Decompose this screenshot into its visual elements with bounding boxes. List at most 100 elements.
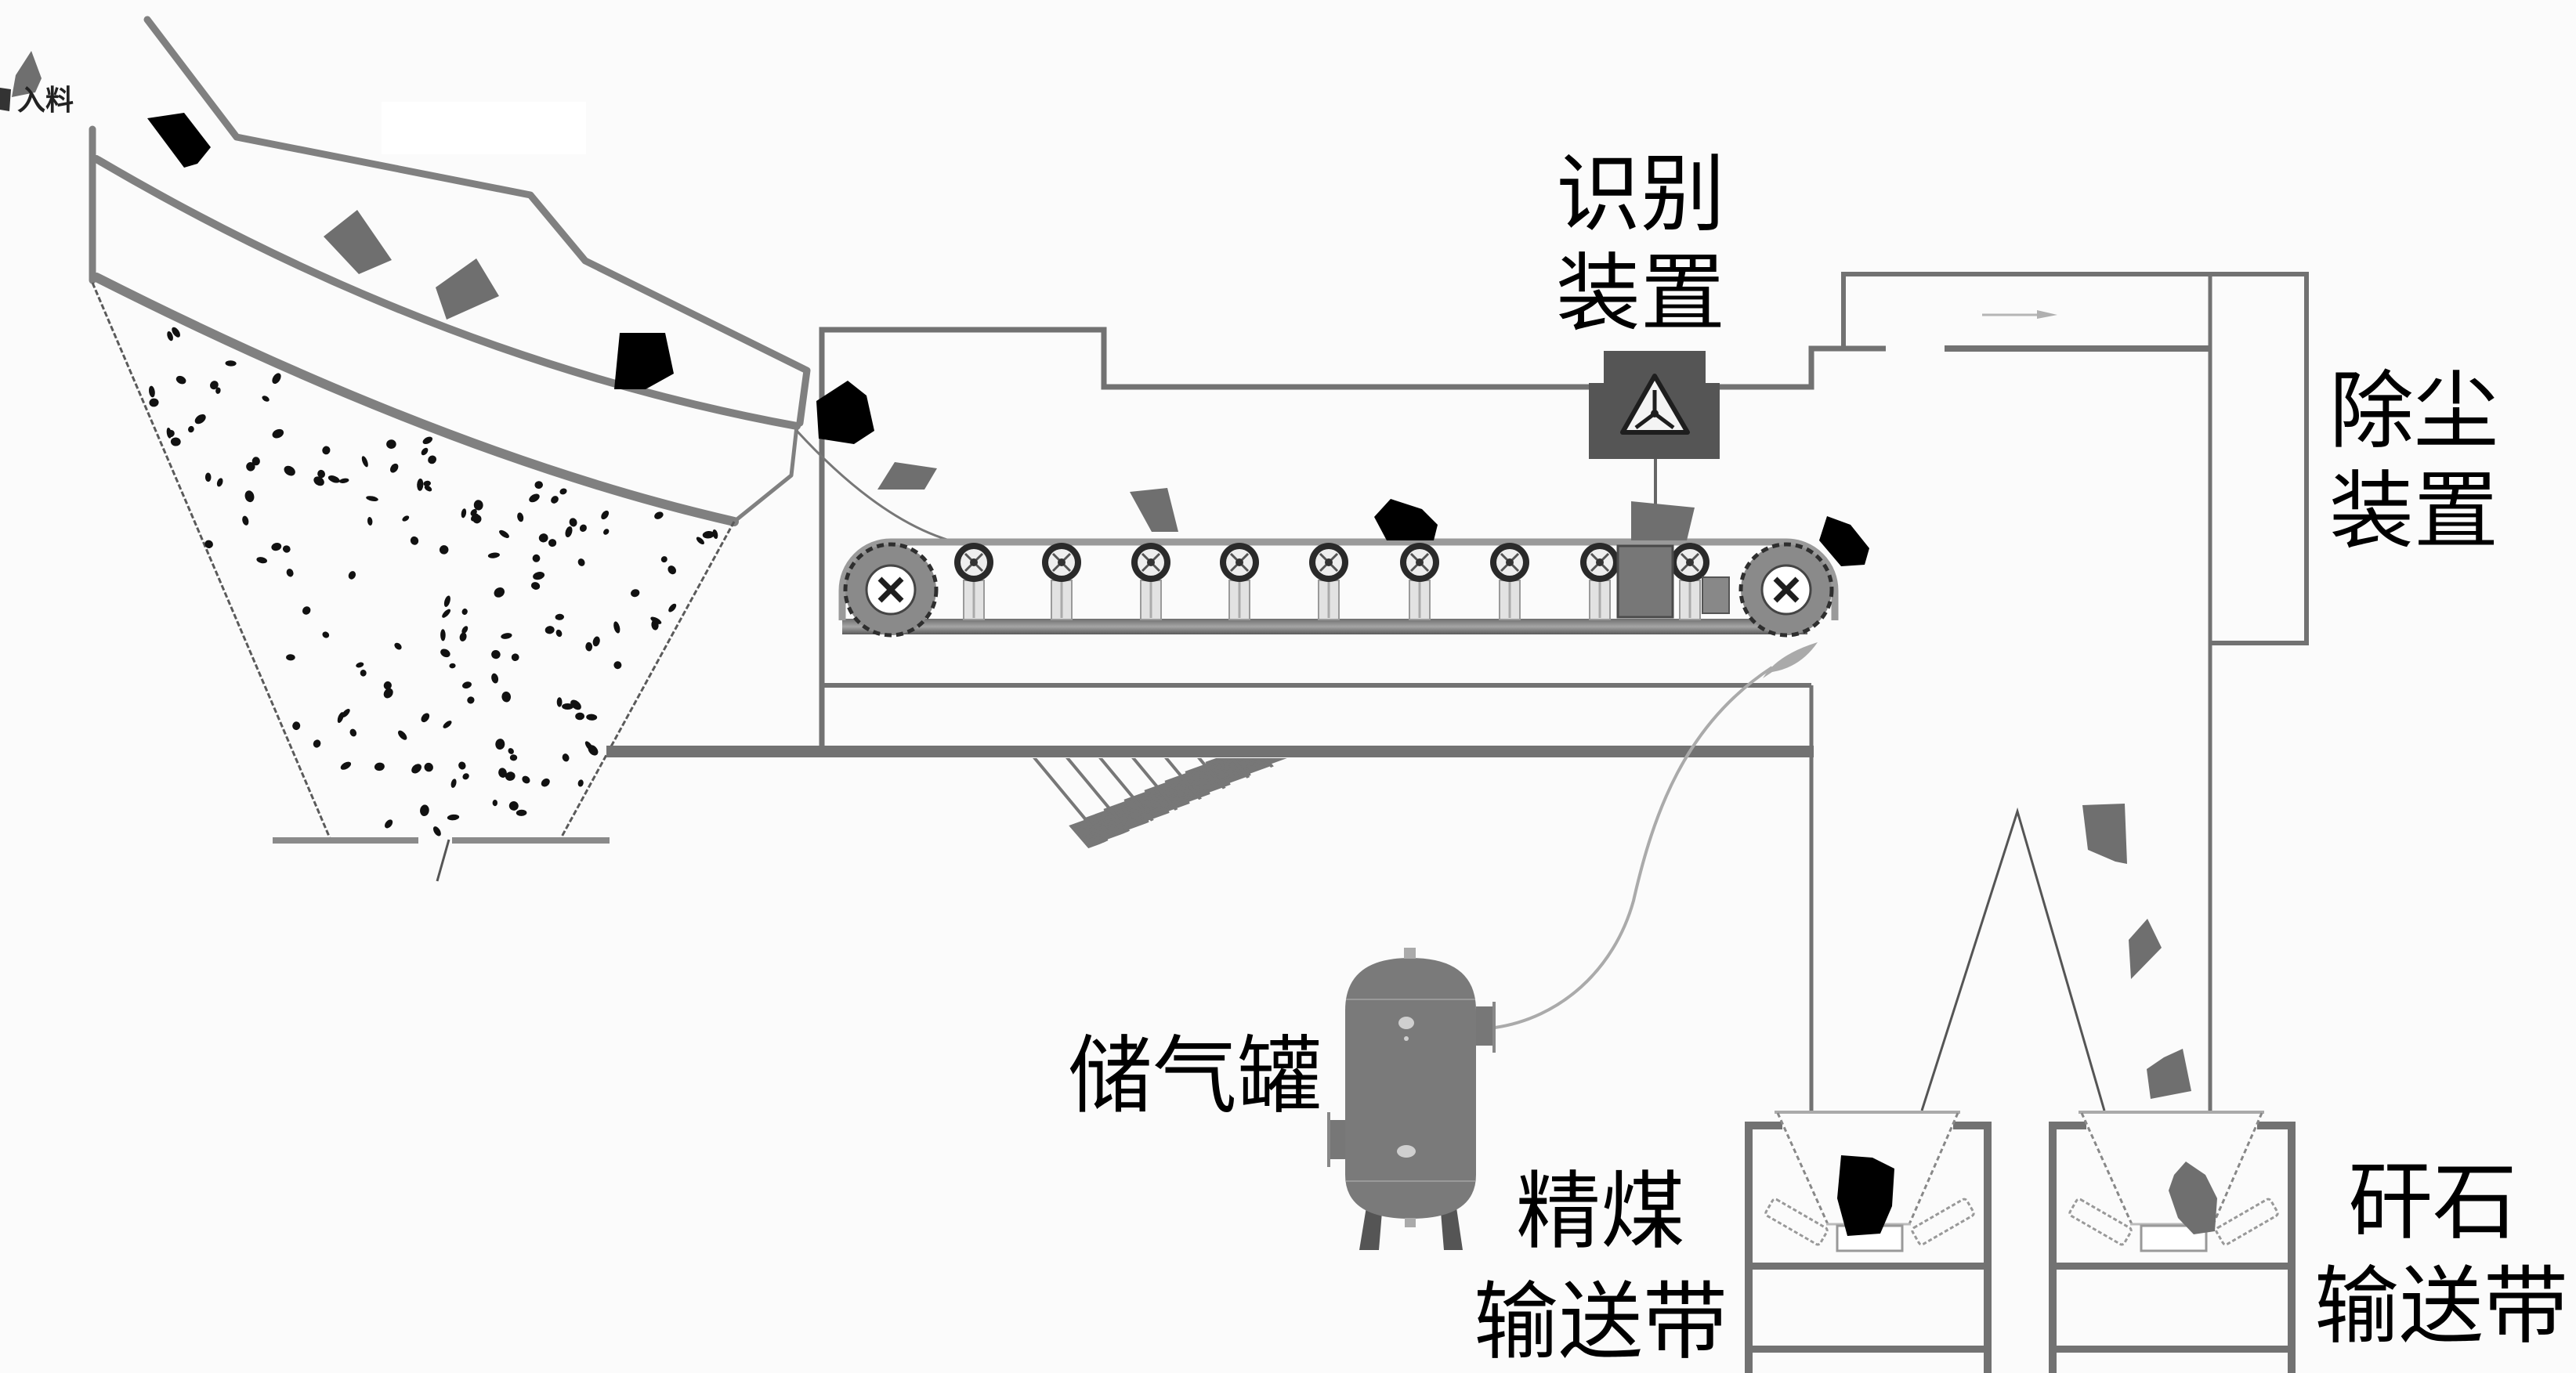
mesh-wire [1022,758,1292,849]
fine-particle [548,539,557,547]
fine-particle [272,428,284,439]
fine-particle [417,479,424,491]
gangue-lump [2169,1162,2217,1234]
fine-particle [559,488,567,495]
gangue-lump [436,258,499,320]
funnel-side [2080,1112,2133,1225]
fine-particle [712,529,718,539]
bin-frame [1745,1111,1992,1373]
dust-device-label-line2: 装置 [2329,463,2498,561]
bin-top-bar [1953,1122,1992,1129]
air-tank: 储气罐 [1068,642,1818,1250]
air-line [1494,666,1774,1029]
fine-particle [286,654,295,661]
recognition-label-line1: 识别 [1556,146,1725,244]
fines-hopper [91,282,736,882]
fine-particle [577,558,585,566]
fine-particle [244,490,255,503]
fine-particle [292,721,301,731]
bin-post [1745,1122,1753,1373]
fine-particle [374,762,385,771]
coal-lump [614,333,674,389]
arrow-icon [1982,310,2057,319]
coal-lump [816,381,874,444]
hood-right [1718,345,1886,390]
fine-particle [613,621,620,634]
fine-particle [246,462,255,472]
tank-leg [1440,1202,1463,1250]
fine-particle [440,649,450,658]
idler-rollers [954,543,1709,620]
fine-particle [495,739,505,750]
mesh-wire [1042,758,1292,840]
fine-particle [501,633,512,639]
conveyor-belt [838,538,1839,620]
splitter-divider [1920,807,2106,1111]
gangue-label-line1: 矸石 [2348,1154,2517,1252]
fine-particle [584,741,593,751]
fine-particle [492,800,498,807]
fine-particle [562,753,570,762]
mesh-wire [1011,810,1170,849]
fine-particle [313,739,321,748]
hopper-left-side [91,282,331,839]
mesh-wire [1011,819,1149,849]
fine-particle [442,609,451,618]
fine-particle [317,469,326,479]
fine-particle [282,545,291,553]
fine-particle [366,496,378,501]
feed-chute-top [143,16,811,427]
fine-particle [322,446,331,455]
fine-particle [302,606,311,615]
fine-particle [473,500,483,511]
fine-particle [487,552,500,558]
gangue-conveyor [2049,1111,2296,1373]
fine-particle [432,826,441,836]
fine-particle [262,396,270,402]
fine-particle [188,425,194,433]
fine-particle [613,661,622,670]
fine-particle [327,475,340,483]
fine-particle [654,511,664,519]
fine-particle [402,515,410,522]
idler-roller [1220,543,1259,620]
fine-particle [216,478,223,487]
fine-particle [443,721,452,728]
dust-device-label-line1: 除尘 [2329,363,2498,461]
fine-particle [167,429,175,438]
fine-particle [491,673,499,684]
fine-particle [555,629,563,638]
arrow-icon [1763,642,1818,678]
fine-particle [522,775,530,784]
clean-coal-label-line2: 输送带 [1474,1274,1728,1371]
fine-particle [508,800,519,811]
gangue-label-line2: 输送带 [2314,1258,2568,1356]
bin-shelf [2049,1263,2296,1270]
fine-particle [215,387,221,394]
fine-particle [660,556,668,563]
fine-particle [696,537,704,545]
tank-drain [1405,1218,1416,1227]
fine-particle [338,478,349,483]
roller-axle [1058,558,1065,566]
fine-particle [491,649,501,659]
bin-shelf [1745,1263,1992,1270]
fine-particle [383,681,392,690]
gangue-lump [877,462,937,490]
idler-roller [1131,543,1170,620]
funnel-side [2212,1112,2263,1225]
fine-particle [170,437,181,446]
mesh-wire [1011,772,1251,849]
recognition-device: 识别 装置 [1556,146,1725,540]
tank-inlet [1328,1120,1345,1159]
idler-roller [1042,543,1081,620]
tank-fitting [1404,1036,1409,1041]
feed-label-group: 入料 [0,51,74,117]
fine-particle [421,447,429,456]
roller-axle [1147,558,1155,566]
bin-top-bar [1745,1122,1782,1129]
fine-particle [398,730,407,740]
fine-particle [447,814,460,821]
screen-lower-deck [92,273,739,526]
